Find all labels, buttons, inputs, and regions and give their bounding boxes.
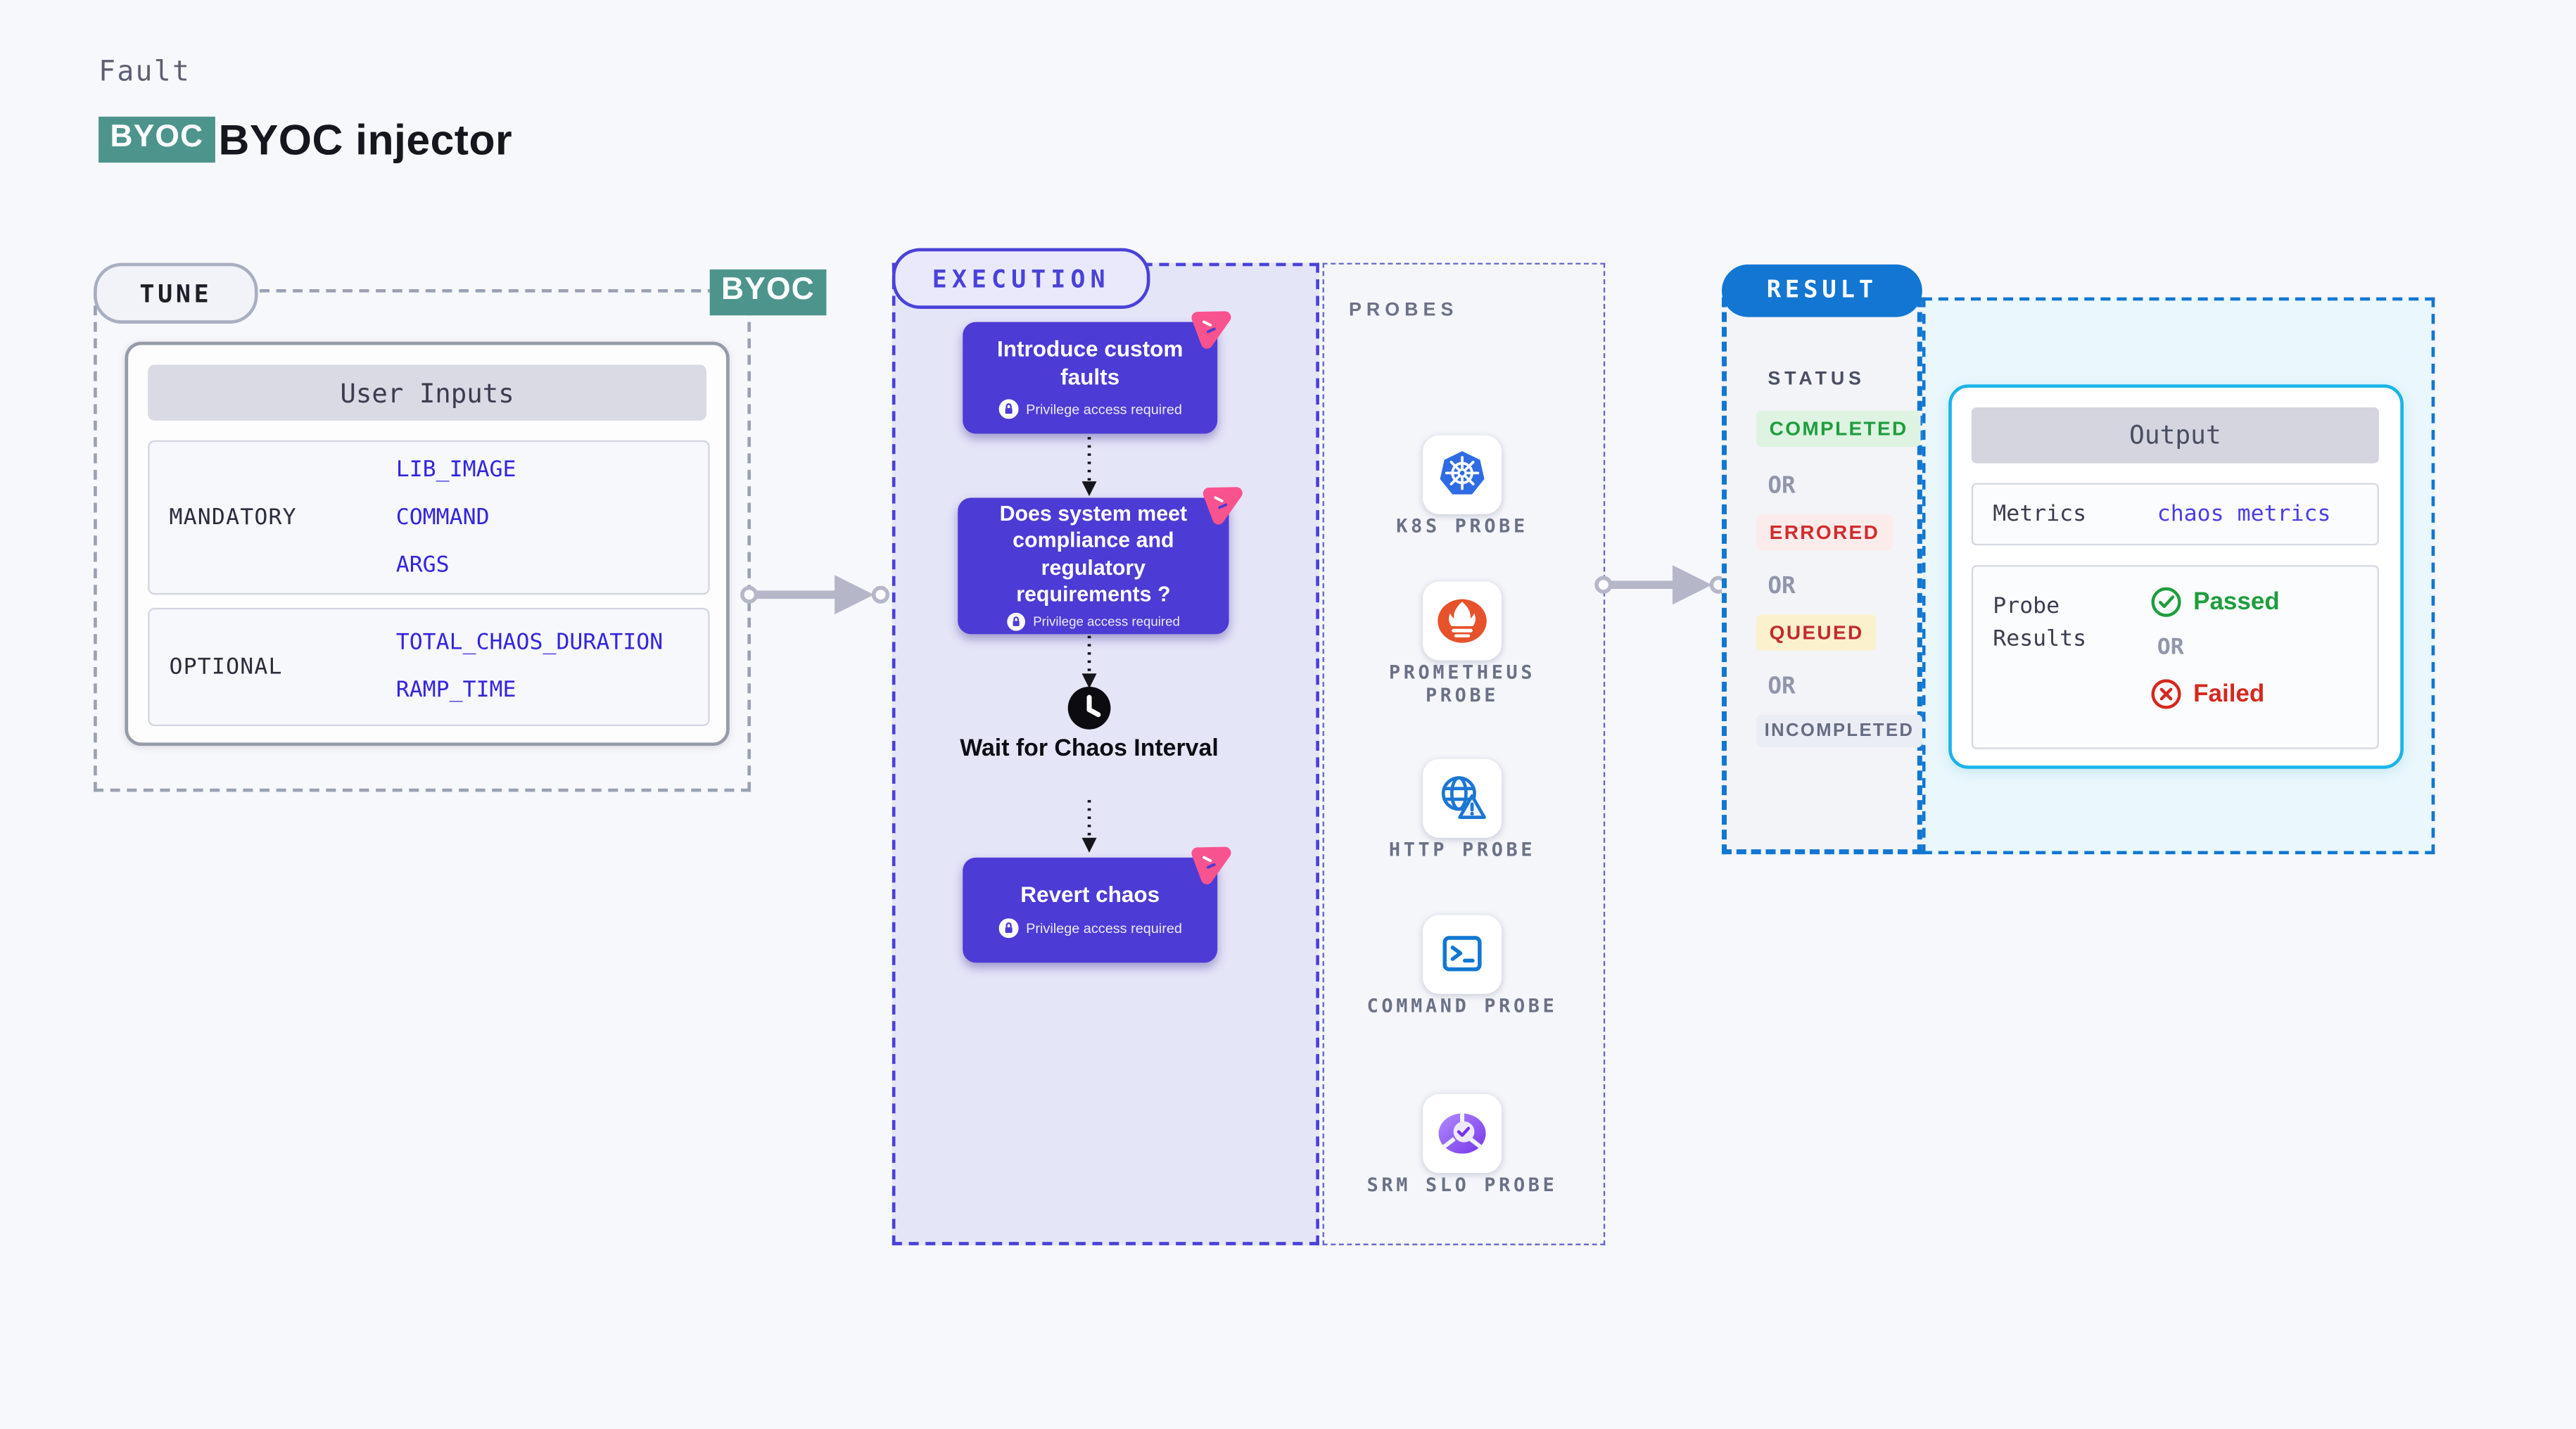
metrics-label: Metrics	[1993, 500, 2087, 528]
passed-text: Passed	[2193, 587, 2280, 616]
page-title: BYOC injector	[218, 115, 513, 165]
probe-label: COMMAND PROBE	[1366, 993, 1558, 1017]
byoc-header-badge: BYOC	[99, 116, 215, 163]
connector-arrow-icon	[1081, 437, 1097, 497]
probe-label: K8S PROBE	[1396, 514, 1528, 538]
probes-section-box: PROBES K8S PROBE	[1322, 262, 1606, 1245]
execution-pill: EXECUTION	[892, 248, 1150, 309]
user-inputs-header: User Inputs	[148, 364, 707, 421]
step-title: Does system meet compliance and regulato…	[999, 501, 1188, 606]
status-badge-completed: COMPLETED	[1756, 410, 1922, 447]
env-var: ARGS	[395, 551, 450, 578]
probe-label: PROMETHEUS PROBE	[1388, 660, 1536, 707]
check-circle-icon	[2151, 586, 2181, 616]
optional-row: OPTIONAL TOTAL_CHAOS_DURATION RAMP_TIME	[148, 607, 710, 727]
status-badge-incompleted: INCOMPLETED	[1756, 714, 1922, 748]
probe-results-values: Passed OR Failed	[2150, 583, 2280, 711]
metrics-row: Metrics chaos metrics	[1971, 483, 2379, 546]
privilege-note: Privilege access required	[998, 918, 1182, 939]
probe-label: SRM SLO PROBE	[1366, 1173, 1558, 1196]
failed-text: Failed	[2193, 679, 2265, 708]
result-status-box: STATUS COMPLETED OR ERRORED OR QUEUED OR…	[1721, 297, 1922, 855]
mandatory-row: MANDATORY LIB_IMAGE COMMAND ARGS	[148, 440, 710, 595]
tune-section-box	[94, 288, 751, 792]
optional-values: TOTAL_CHAOS_DURATION RAMP_TIME	[396, 609, 664, 724]
connector-arrow-icon	[1081, 800, 1097, 853]
failed-line: Failed	[2150, 675, 2279, 711]
chaos-sticker-icon	[1191, 311, 1231, 349]
tune-pill: TUNE	[94, 262, 258, 324]
prometheus-icon	[1438, 599, 1487, 643]
terminal-icon	[1442, 936, 1482, 972]
probes-heading: PROBES	[1348, 300, 1459, 321]
lock-icon	[1006, 612, 1025, 631]
chaos-sticker-icon	[1191, 846, 1231, 884]
or-separator: OR	[1768, 673, 1796, 700]
env-var: RAMP_TIME	[395, 676, 516, 704]
wait-step-title: Wait for Chaos Interval	[960, 736, 1219, 763]
privilege-note: Privilege access required	[1006, 612, 1180, 631]
clock-icon	[1067, 686, 1111, 730]
lock-icon	[998, 918, 1018, 939]
flow-arrow-icon	[1594, 565, 1727, 605]
srm-slo-icon	[1438, 1112, 1486, 1154]
k8s-probe-card	[1423, 435, 1502, 514]
or-separator: OR	[2157, 634, 2184, 661]
env-var: TOTAL_CHAOS_DURATION	[395, 629, 664, 656]
http-probe-card	[1423, 758, 1502, 838]
output-card: Output Metrics chaos metrics Probe Resul…	[1948, 384, 2404, 769]
byoc-corner-badge: BYOC	[709, 269, 827, 315]
step-revert-chaos: Revert chaos Privilege access required	[963, 846, 1231, 963]
result-pill: RESULT	[1721, 264, 1922, 317]
prometheus-probe-card	[1423, 581, 1502, 661]
env-var: COMMAND	[395, 503, 490, 531]
status-badge-errored: ERRORED	[1756, 514, 1893, 551]
command-probe-card	[1423, 915, 1502, 994]
x-circle-icon	[2151, 678, 2181, 709]
srm-slo-probe-card	[1423, 1094, 1502, 1174]
privilege-note-text: Privilege access required	[1026, 401, 1182, 418]
fault-category-label: Fault	[99, 56, 191, 89]
step-compliance-check: Does system meet compliance and regulato…	[958, 487, 1243, 635]
or-separator: OR	[1768, 573, 1796, 600]
output-header: Output	[1971, 407, 2379, 464]
or-separator: OR	[1768, 473, 1796, 500]
status-badge-queued: QUEUED	[1756, 614, 1877, 651]
mandatory-values: LIB_IMAGE COMMAND ARGS	[396, 442, 516, 593]
flow-arrow-icon	[740, 575, 890, 615]
user-inputs-card: User Inputs MANDATORY LIB_IMAGE COMMAND …	[125, 341, 730, 747]
probe-results-row: Probe Results Passed OR Failed	[1971, 565, 2379, 749]
env-var: LIB_IMAGE	[395, 455, 516, 483]
privilege-note-text: Privilege access required	[1026, 920, 1182, 936]
privilege-note: Privilege access required	[998, 400, 1182, 420]
lock-icon	[998, 400, 1018, 420]
privilege-note-text: Privilege access required	[1033, 614, 1180, 630]
step-introduce-faults: Introduce custom faults Privilege access…	[963, 311, 1231, 434]
chaos-sticker-icon	[1203, 487, 1243, 525]
passed-line: Passed	[2150, 583, 2280, 619]
probe-results-label: Probe Results	[1993, 592, 2087, 653]
kubernetes-icon	[1440, 451, 1485, 495]
probe-label: HTTP PROBE	[1388, 837, 1536, 861]
status-heading: STATUS	[1768, 369, 1865, 390]
connector-arrow-icon	[1081, 635, 1097, 689]
http-globe-icon	[1441, 776, 1486, 819]
step-title: Revert chaos	[1020, 882, 1160, 908]
metrics-value: chaos metrics	[2157, 501, 2331, 528]
mandatory-label: MANDATORY	[169, 504, 297, 531]
step-title: Introduce custom faults	[996, 336, 1184, 389]
optional-label: OPTIONAL	[169, 654, 283, 680]
